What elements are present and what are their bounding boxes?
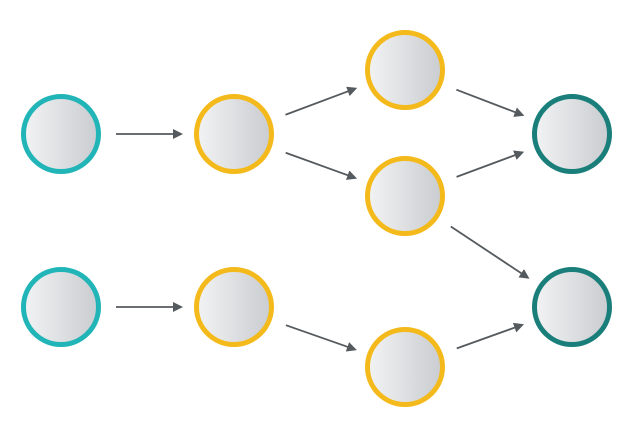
- node-circle: [194, 267, 274, 347]
- node-circle: [194, 94, 274, 174]
- arrow-n4-to-n7: [285, 324, 357, 352]
- edges-layer: [116, 86, 530, 352]
- node-input-n2: [21, 267, 101, 347]
- arrow-n3-to-n5: [285, 86, 358, 116]
- arrow-n6-to-n9: [450, 225, 530, 279]
- node-circle: [365, 156, 445, 236]
- arrow-n5-to-n8: [456, 88, 525, 117]
- node-output-n9: [532, 267, 612, 347]
- node-middle-n6: [365, 156, 445, 236]
- node-middle-n5: [365, 30, 445, 110]
- node-circle: [21, 94, 101, 174]
- node-middle-n3: [194, 94, 274, 174]
- node-circle: [532, 267, 612, 347]
- arrow-n3-to-n6: [285, 151, 358, 180]
- arrow-n7-to-n9: [456, 322, 525, 350]
- node-circle: [532, 94, 612, 174]
- nodes-layer: [21, 30, 612, 407]
- node-output-n8: [532, 94, 612, 174]
- arrow-n6-to-n8: [456, 150, 525, 178]
- node-input-n1: [21, 94, 101, 174]
- node-circle: [21, 267, 101, 347]
- node-circle: [365, 327, 445, 407]
- node-middle-n4: [194, 267, 274, 347]
- node-middle-n7: [365, 327, 445, 407]
- node-circle: [365, 30, 445, 110]
